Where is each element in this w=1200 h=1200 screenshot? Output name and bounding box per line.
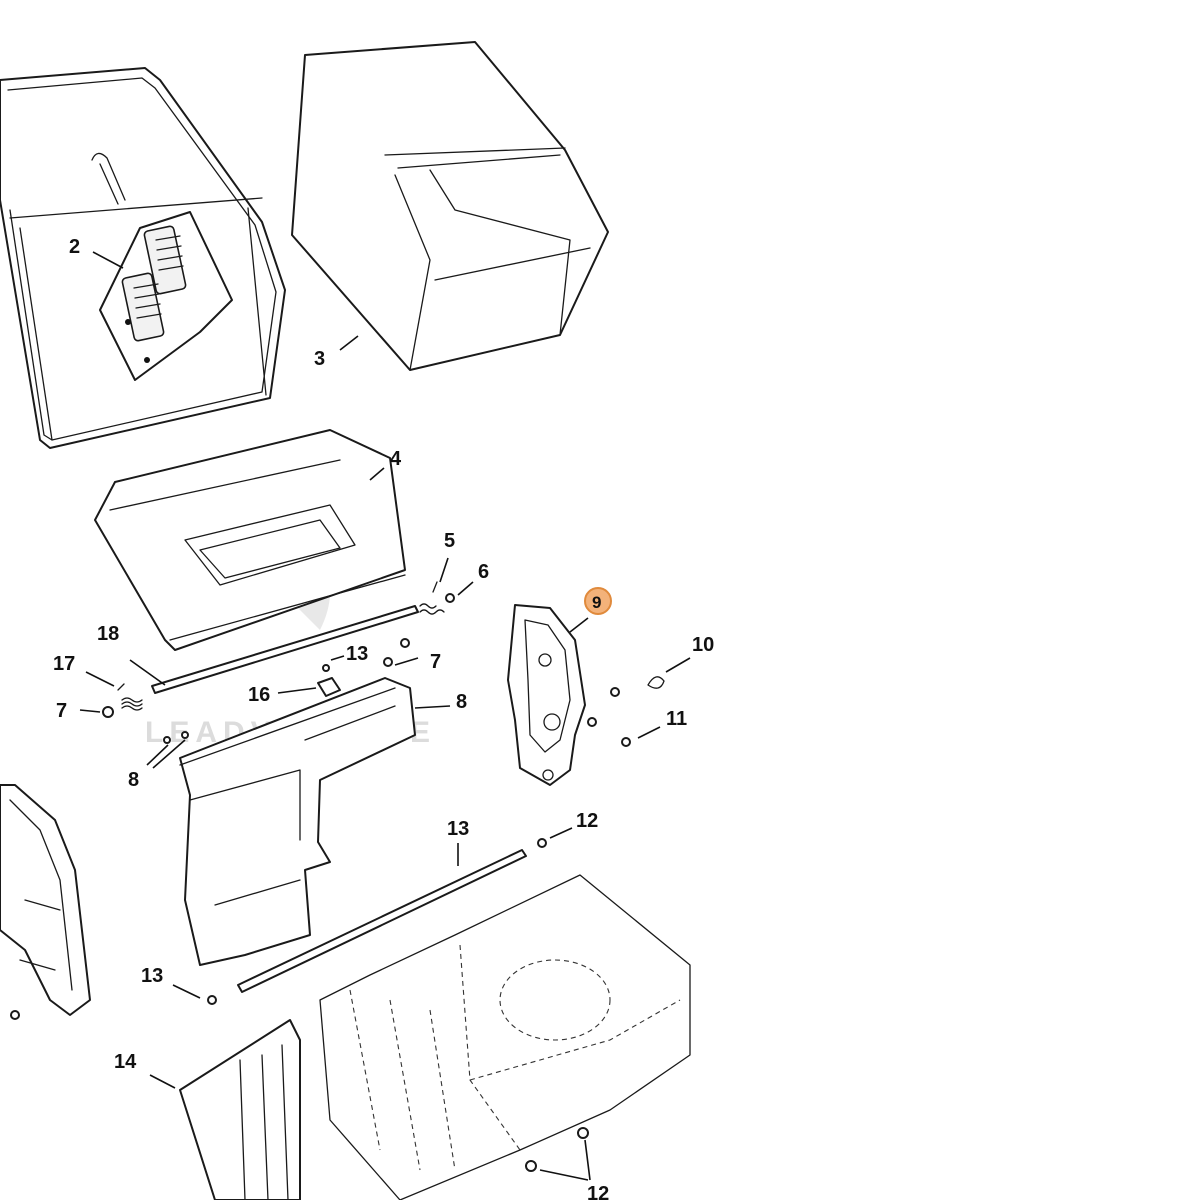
part-12-screws[interactable] [525,838,589,1172]
part-7-nuts[interactable] [102,638,410,718]
callout-10: 10 [692,634,714,656]
callout-12-top: 12 [576,810,598,832]
callout-7-left: 7 [56,700,67,722]
part-14-lower-panel[interactable] [179,1019,301,1200]
callout-labels: 2 3 4 5 6 18 17 7 13 7 16 8 8 9 10 11 13… [53,236,714,1200]
callout-12-bottom: 12 [587,1183,609,1200]
callout-9: 9 [592,593,601,612]
callout-8-right: 8 [456,691,467,713]
part-deck-housing[interactable] [319,874,691,1200]
callout-8-left: 8 [128,769,139,791]
part-2-vent-detail[interactable] [99,211,233,381]
part-16-plate[interactable] [317,664,341,697]
highlight-9-circle [584,587,612,615]
callout-5: 5 [444,530,455,552]
part-left-side-plate[interactable] [0,784,91,1020]
callout-14: 14 [114,1051,137,1073]
part-10-clip[interactable] [610,676,665,697]
leader-lines [79,251,691,1181]
part-3-grass-bag[interactable] [291,41,609,371]
part-8-chute[interactable] [163,677,416,966]
part-11-screws[interactable] [587,717,631,747]
callout-7-right: 7 [430,651,441,673]
callout-17: 17 [53,653,75,675]
callout-18: 18 [97,623,119,645]
callout-6: 6 [478,561,489,583]
part-18-rod[interactable] [151,605,419,694]
part-17-spring[interactable] [117,683,143,711]
callout-2: 2 [69,236,80,258]
part-5-spring[interactable] [419,581,445,615]
callout-11: 11 [666,708,687,730]
part-9-side-plate[interactable] [507,604,586,786]
callout-16: 16 [248,684,270,706]
callout-13-bottom: 13 [141,965,163,987]
callout-4: 4 [390,448,402,470]
callout-13-top: 13 [346,643,368,665]
part-4-rear-cover[interactable] [94,429,406,651]
part-13-rod[interactable] [207,849,527,1005]
callout-3: 3 [314,348,325,370]
callout-13-middle: 13 [447,818,469,840]
part-6-nut[interactable] [445,593,455,603]
